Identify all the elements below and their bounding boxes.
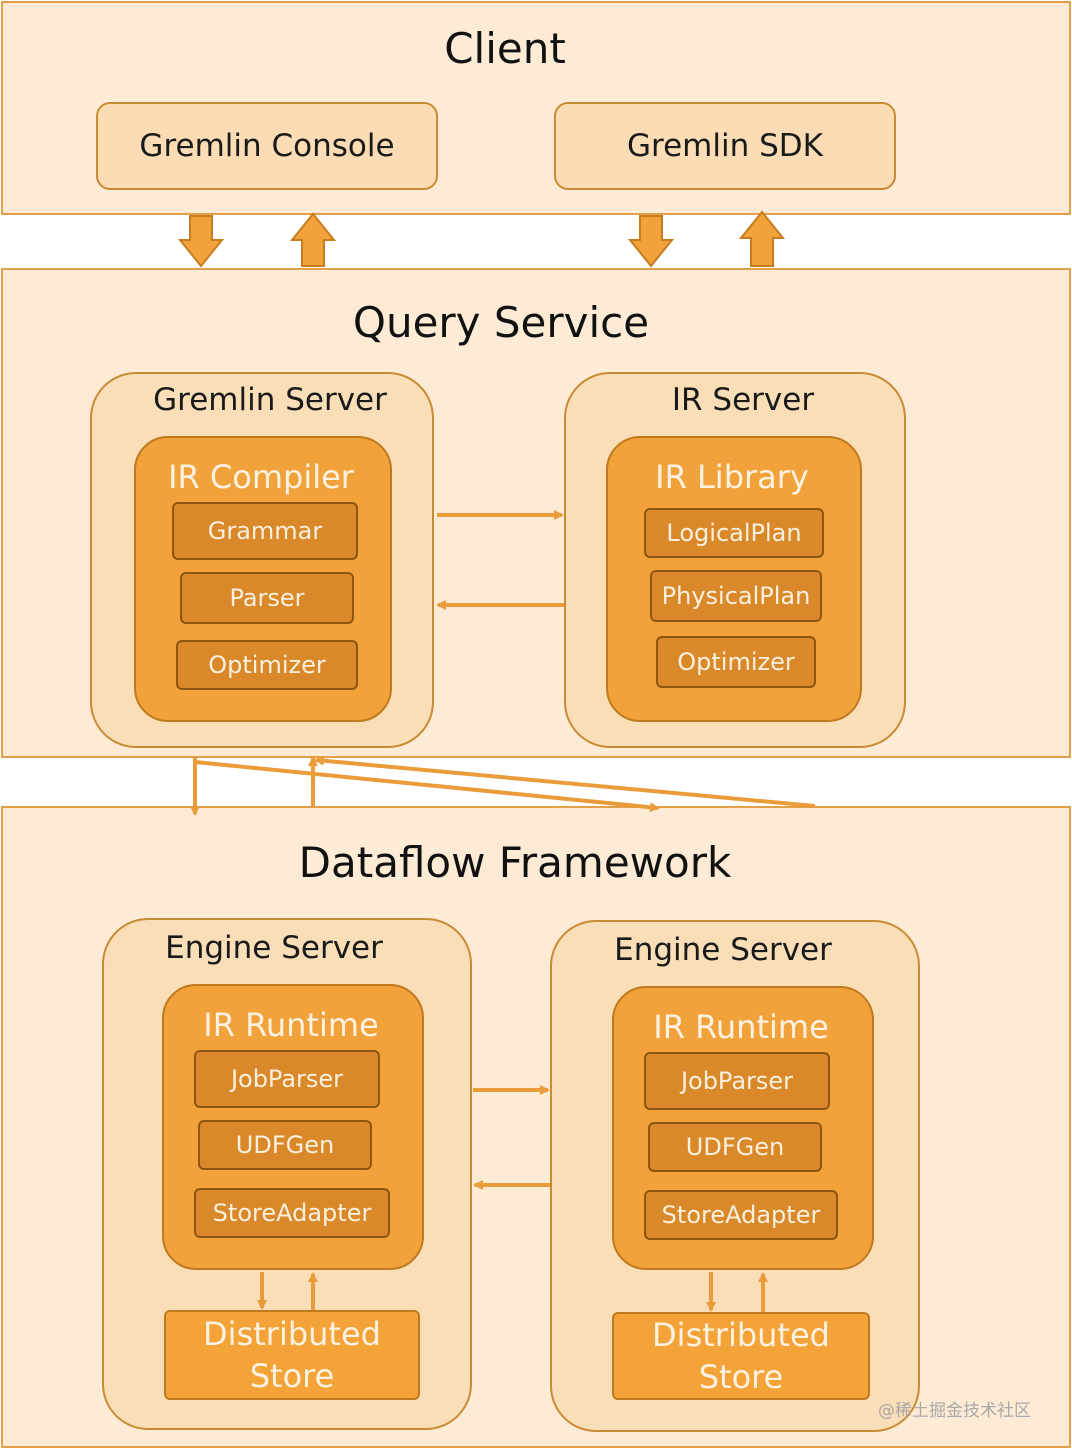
dataflow-title: Dataflow Framework <box>298 838 732 887</box>
parser-box: Parser <box>180 572 354 624</box>
grammar-box: Grammar <box>172 502 358 560</box>
up-block-arrow-sdk <box>738 210 786 267</box>
ir-runtime-label-2: IR Runtime <box>653 1008 829 1046</box>
down-block-arrow-console <box>177 215 225 268</box>
logical-plan-box: LogicalPlan <box>644 508 824 558</box>
ir-library-label: IR Library <box>655 458 809 496</box>
gremlin-sdk-box: Gremlin SDK <box>554 102 896 190</box>
watermark: @稀土掘金技术社区 <box>878 1401 1031 1421</box>
client-title: Client <box>444 24 566 73</box>
ir-server-label: IR Server <box>671 382 815 418</box>
query-service-title: Query Service <box>352 298 650 347</box>
distributed-store-2: Distributed Store <box>612 1312 870 1400</box>
physical-plan-box: PhysicalPlan <box>650 570 822 622</box>
up-block-arrow-console <box>289 212 337 267</box>
engine-server-2-label: Engine Server <box>614 932 832 968</box>
distributed-store-1: Distributed Store <box>164 1310 420 1400</box>
engine-server-1-label: Engine Server <box>165 930 383 966</box>
arrow-qs-down-diagonal <box>194 760 660 813</box>
library-optimizer-box: Optimizer <box>656 636 816 688</box>
job-parser-box-2: JobParser <box>644 1052 830 1110</box>
job-parser-box-1: JobParser <box>194 1050 380 1108</box>
arrow-qs-up-diagonal <box>314 755 816 808</box>
udf-gen-box-1: UDFGen <box>198 1120 372 1170</box>
gremlin-console-box: Gremlin Console <box>96 102 438 190</box>
store-adapter-box-1: StoreAdapter <box>194 1188 390 1238</box>
gremlin-server-label: Gremlin Server <box>153 382 387 418</box>
ir-runtime-label-1: IR Runtime <box>203 1006 379 1044</box>
udf-gen-box-2: UDFGen <box>648 1122 822 1172</box>
compiler-optimizer-box: Optimizer <box>176 640 358 690</box>
ir-compiler-label: IR Compiler <box>168 458 354 496</box>
down-block-arrow-sdk <box>627 215 675 268</box>
store-adapter-box-2: StoreAdapter <box>644 1190 838 1240</box>
